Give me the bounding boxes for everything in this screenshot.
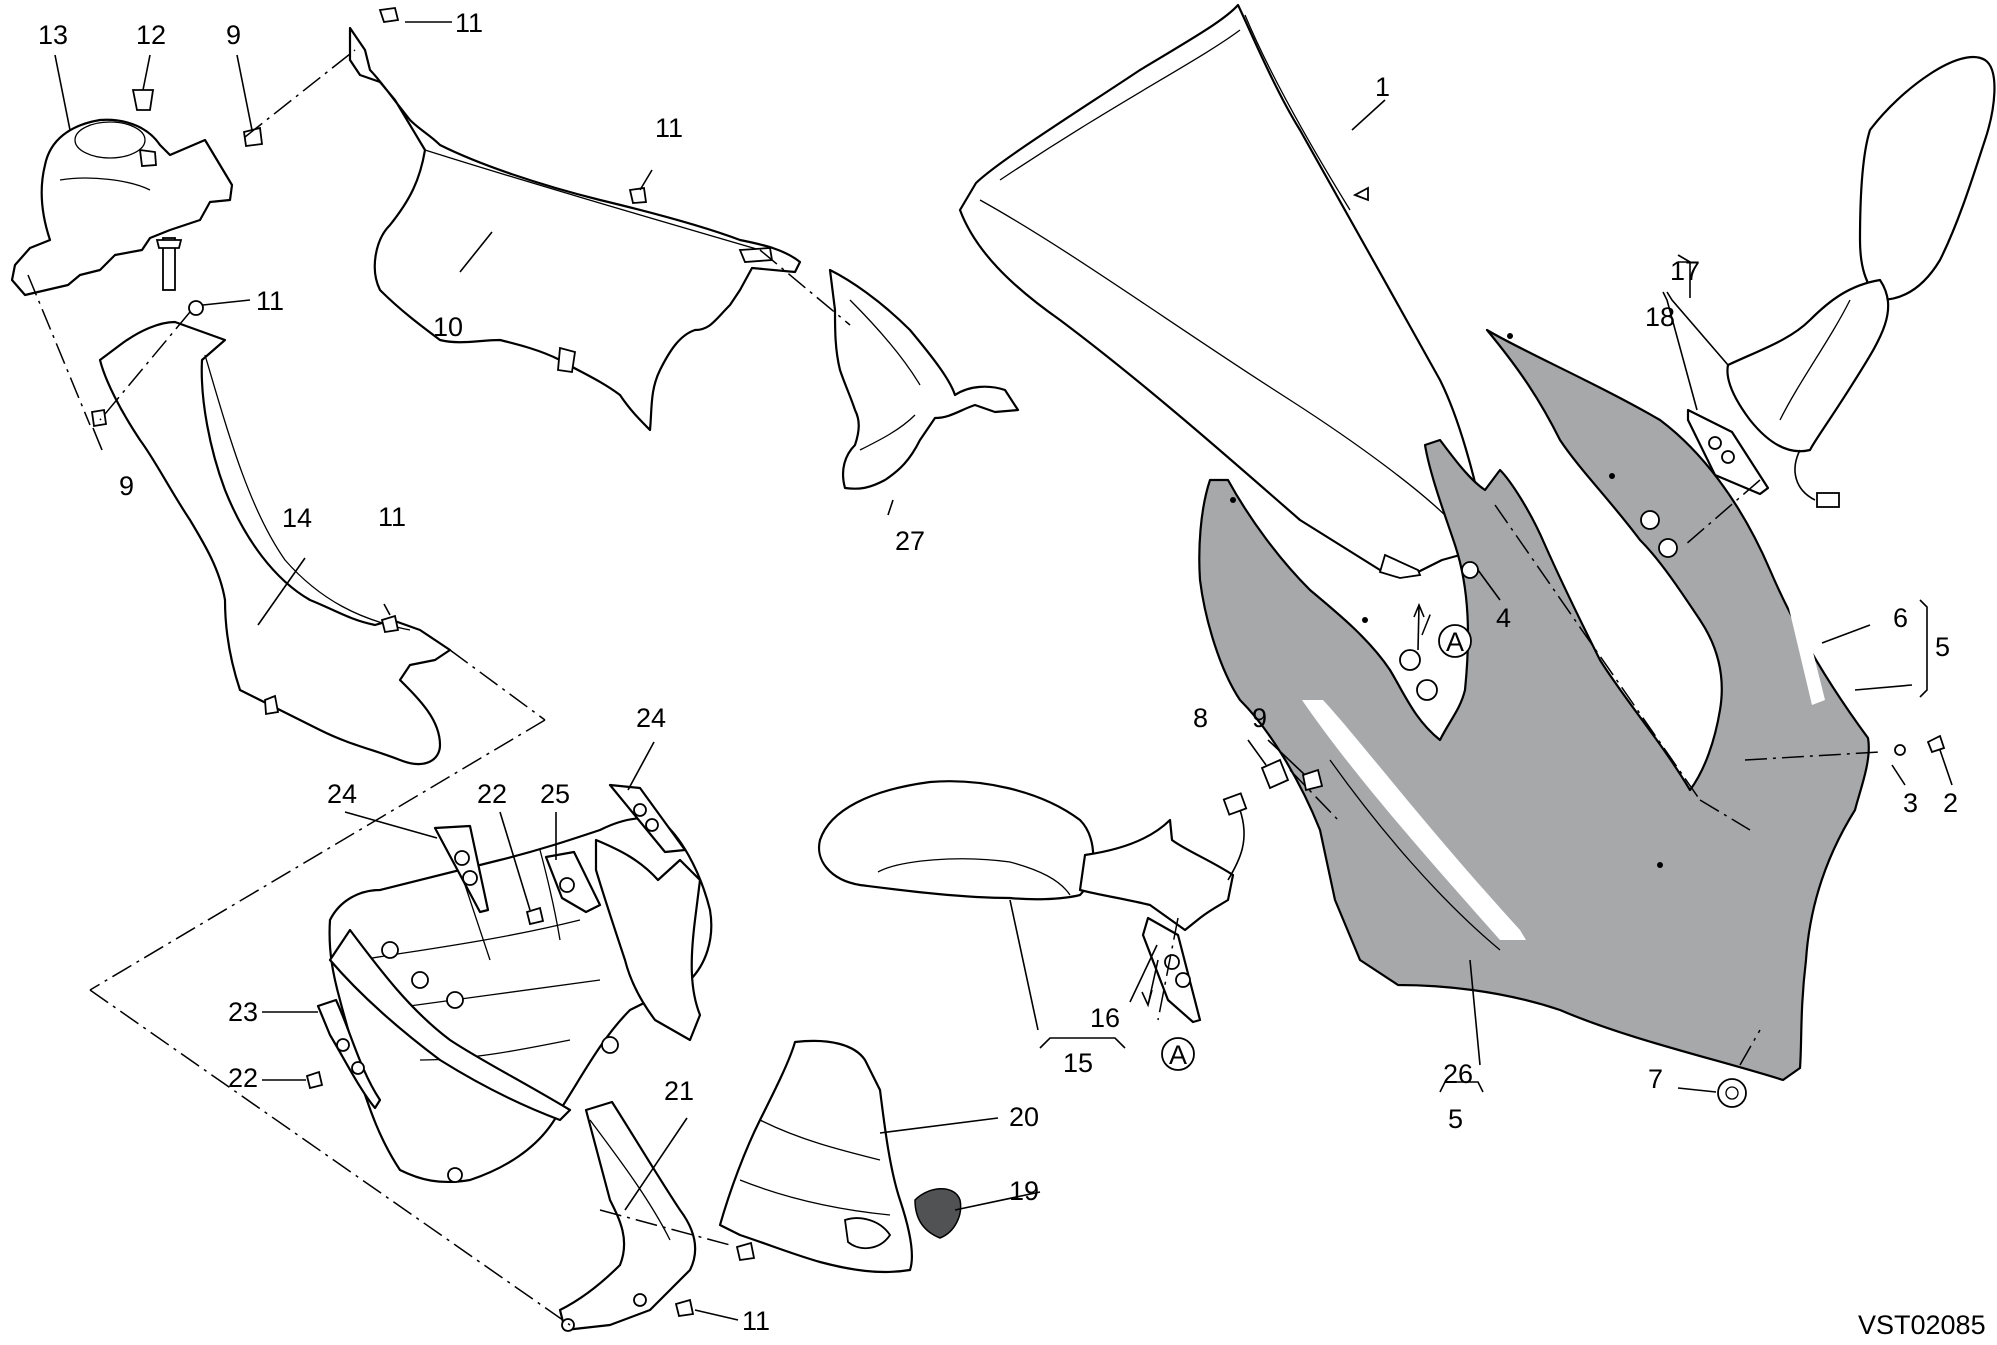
- callout-19: 19: [1009, 1176, 1039, 1206]
- bracket-21: [558, 1100, 697, 1332]
- leader-lines: [54, 21, 1953, 1321]
- callout-11-bottom: 11: [742, 1306, 770, 1336]
- screw-11-side: [380, 614, 400, 634]
- drawing-code: VST02085: [1858, 1310, 1986, 1340]
- callout-6: 6: [1893, 603, 1908, 633]
- svg-text:A: A: [1446, 627, 1464, 657]
- screw-11-top: [378, 7, 400, 23]
- callout-22-lower: 22: [228, 1063, 258, 1093]
- callout-labels: 1 2 3 4 5 5 6 7 8 9 9 9 10 11 11 11 11 1…: [38, 8, 1958, 1336]
- callout-24-upper: 24: [636, 703, 666, 733]
- inner-panel-10: [348, 26, 802, 432]
- reference-mark-a-lower: A: [1161, 1037, 1195, 1071]
- callout-27: 27: [895, 526, 925, 556]
- grommet-7: [1717, 1078, 1747, 1108]
- mirror-gasket-16: [1141, 916, 1202, 1024]
- screw-11-lower-a: [735, 1241, 756, 1262]
- clip-9-left: [90, 408, 108, 428]
- mirror-gasket-18: [1686, 408, 1770, 496]
- callout-9-center: 9: [1252, 703, 1267, 733]
- callout-9-top: 9: [226, 20, 241, 50]
- right-mirror-part: [817, 780, 1248, 932]
- callout-13: 13: [38, 20, 68, 50]
- front-fairing-grey: [1198, 328, 1870, 1082]
- callout-4: 4: [1496, 603, 1511, 633]
- callout-5-right: 5: [1935, 632, 1950, 662]
- callout-5-bottom: 5: [1448, 1104, 1463, 1134]
- callout-11-left: 11: [256, 286, 284, 316]
- callout-3: 3: [1903, 788, 1918, 818]
- left-mirror-part: [1726, 56, 1996, 508]
- callout-10: 10: [433, 312, 463, 342]
- washer-3: [1894, 744, 1906, 756]
- callout-11-panel: 11: [655, 113, 683, 143]
- instrument-cover-13: [10, 118, 234, 297]
- callout-11-top: 11: [455, 8, 483, 38]
- front-subframe: [328, 816, 713, 1184]
- callout-22-upper: 22: [477, 779, 507, 809]
- callout-14: 14: [282, 503, 312, 533]
- callout-15: 15: [1063, 1048, 1093, 1078]
- callout-17: 17: [1670, 256, 1700, 286]
- callout-8: 8: [1193, 703, 1208, 733]
- screw-2: [1926, 734, 1946, 754]
- callout-23: 23: [228, 997, 258, 1027]
- grommet-4: [1461, 561, 1479, 579]
- nut-8: [1260, 758, 1290, 790]
- screw-11-panel: [628, 186, 648, 204]
- callout-24-left: 24: [327, 779, 357, 809]
- screw-22-lower: [305, 1070, 324, 1090]
- callout-2: 2: [1943, 788, 1958, 818]
- screw-11-lower-b: [674, 1298, 695, 1318]
- callout-11-side: 11: [378, 502, 406, 532]
- screw-under-13: [155, 237, 183, 291]
- nose-cover-20: [718, 1039, 914, 1274]
- callout-26: 26: [1443, 1059, 1473, 1089]
- gasket-24-upper: [608, 783, 687, 854]
- screw-22-upper: [525, 906, 545, 926]
- reference-mark-a-upper: A: [1438, 624, 1472, 658]
- callout-1: 1: [1375, 72, 1390, 102]
- side-panel-14: [98, 320, 452, 766]
- screw-11-left: [188, 300, 204, 316]
- callout-9-left: 9: [119, 471, 134, 501]
- bracket-23: [316, 998, 382, 1110]
- callout-7: 7: [1648, 1064, 1663, 1094]
- svg-text:A: A: [1169, 1040, 1187, 1070]
- fastener-12: [131, 89, 155, 111]
- callout-16: 16: [1090, 1003, 1120, 1033]
- bracket-27: [828, 268, 1020, 490]
- badge-19: [914, 1188, 962, 1239]
- callout-18: 18: [1645, 302, 1675, 332]
- callout-20: 20: [1009, 1102, 1039, 1132]
- callout-25: 25: [540, 779, 570, 809]
- assembly-lines: [27, 49, 1881, 1326]
- bracket-25: [544, 850, 602, 914]
- callout-12: 12: [136, 20, 166, 50]
- gasket-24-left: [433, 824, 490, 914]
- callout-21: 21: [664, 1076, 694, 1106]
